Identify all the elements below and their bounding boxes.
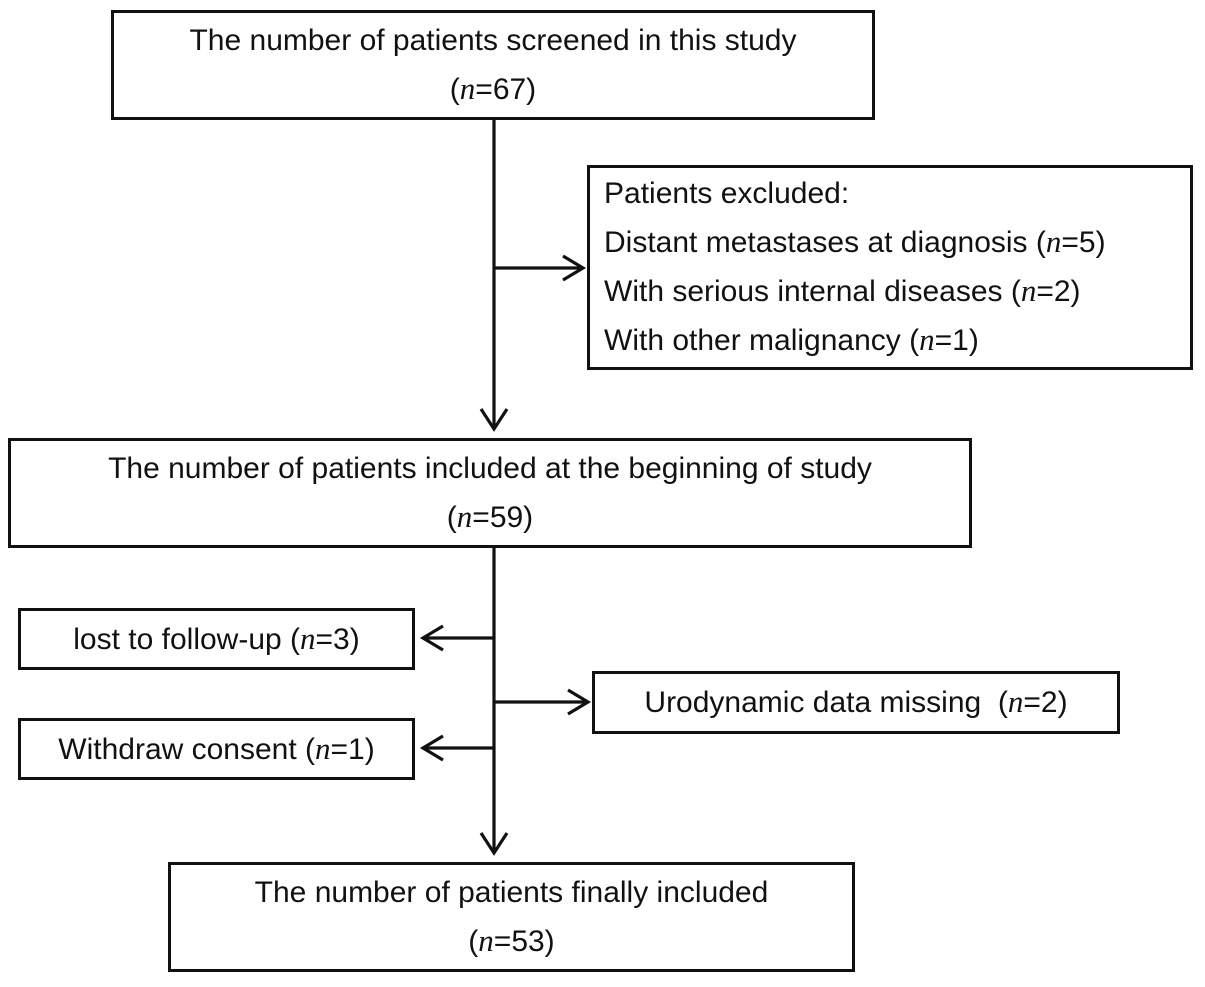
urodynamic-missing-text: Urodynamic data missing (n=2) [644, 684, 1068, 720]
arrow-to-excluded-head [562, 254, 587, 282]
arrow-to-urodynamic-head [567, 688, 592, 716]
arrow-screened-to-included-head [479, 408, 509, 432]
box-patients-excluded: Patients excluded: Distant metastases at… [587, 165, 1193, 370]
box-withdraw-consent: Withdraw consent (n=1) [18, 718, 415, 780]
box-patients-finally-included: The number of patients finally included … [168, 862, 855, 972]
excluded-title: Patients excluded: [604, 177, 850, 210]
excluded-item-metastases: Distant metastases at diagnosis (n=5) [604, 224, 1106, 259]
box-lost-followup: lost to follow-up (n=3) [18, 608, 415, 670]
arrow-included-to-final-head [479, 832, 509, 856]
screened-count: (n=67) [449, 70, 537, 106]
arrow-to-lost-followup-head [419, 624, 444, 652]
screened-text: The number of patients screened in this … [189, 23, 797, 57]
included-beginning-text: The number of patients included at the b… [108, 451, 872, 485]
arrow-to-withdraw-head [419, 734, 444, 762]
box-urodynamic-missing: Urodynamic data missing (n=2) [592, 671, 1120, 734]
excluded-item-other-malignancy: With other malignancy (n=1) [604, 322, 979, 357]
included-beginning-count: (n=59) [446, 498, 534, 534]
finally-included-text: The number of patients finally included [254, 875, 769, 909]
lost-followup-text: lost to follow-up (n=3) [73, 620, 360, 656]
finally-included-count: (n=53) [468, 922, 555, 958]
withdraw-consent-text: Withdraw consent (n=1) [58, 730, 375, 766]
box-patients-screened: The number of patients screened in this … [111, 10, 875, 120]
box-patients-included-beginning: The number of patients included at the b… [8, 438, 972, 548]
excluded-item-internal-diseases: With serious internal diseases (n=2) [604, 273, 1081, 308]
